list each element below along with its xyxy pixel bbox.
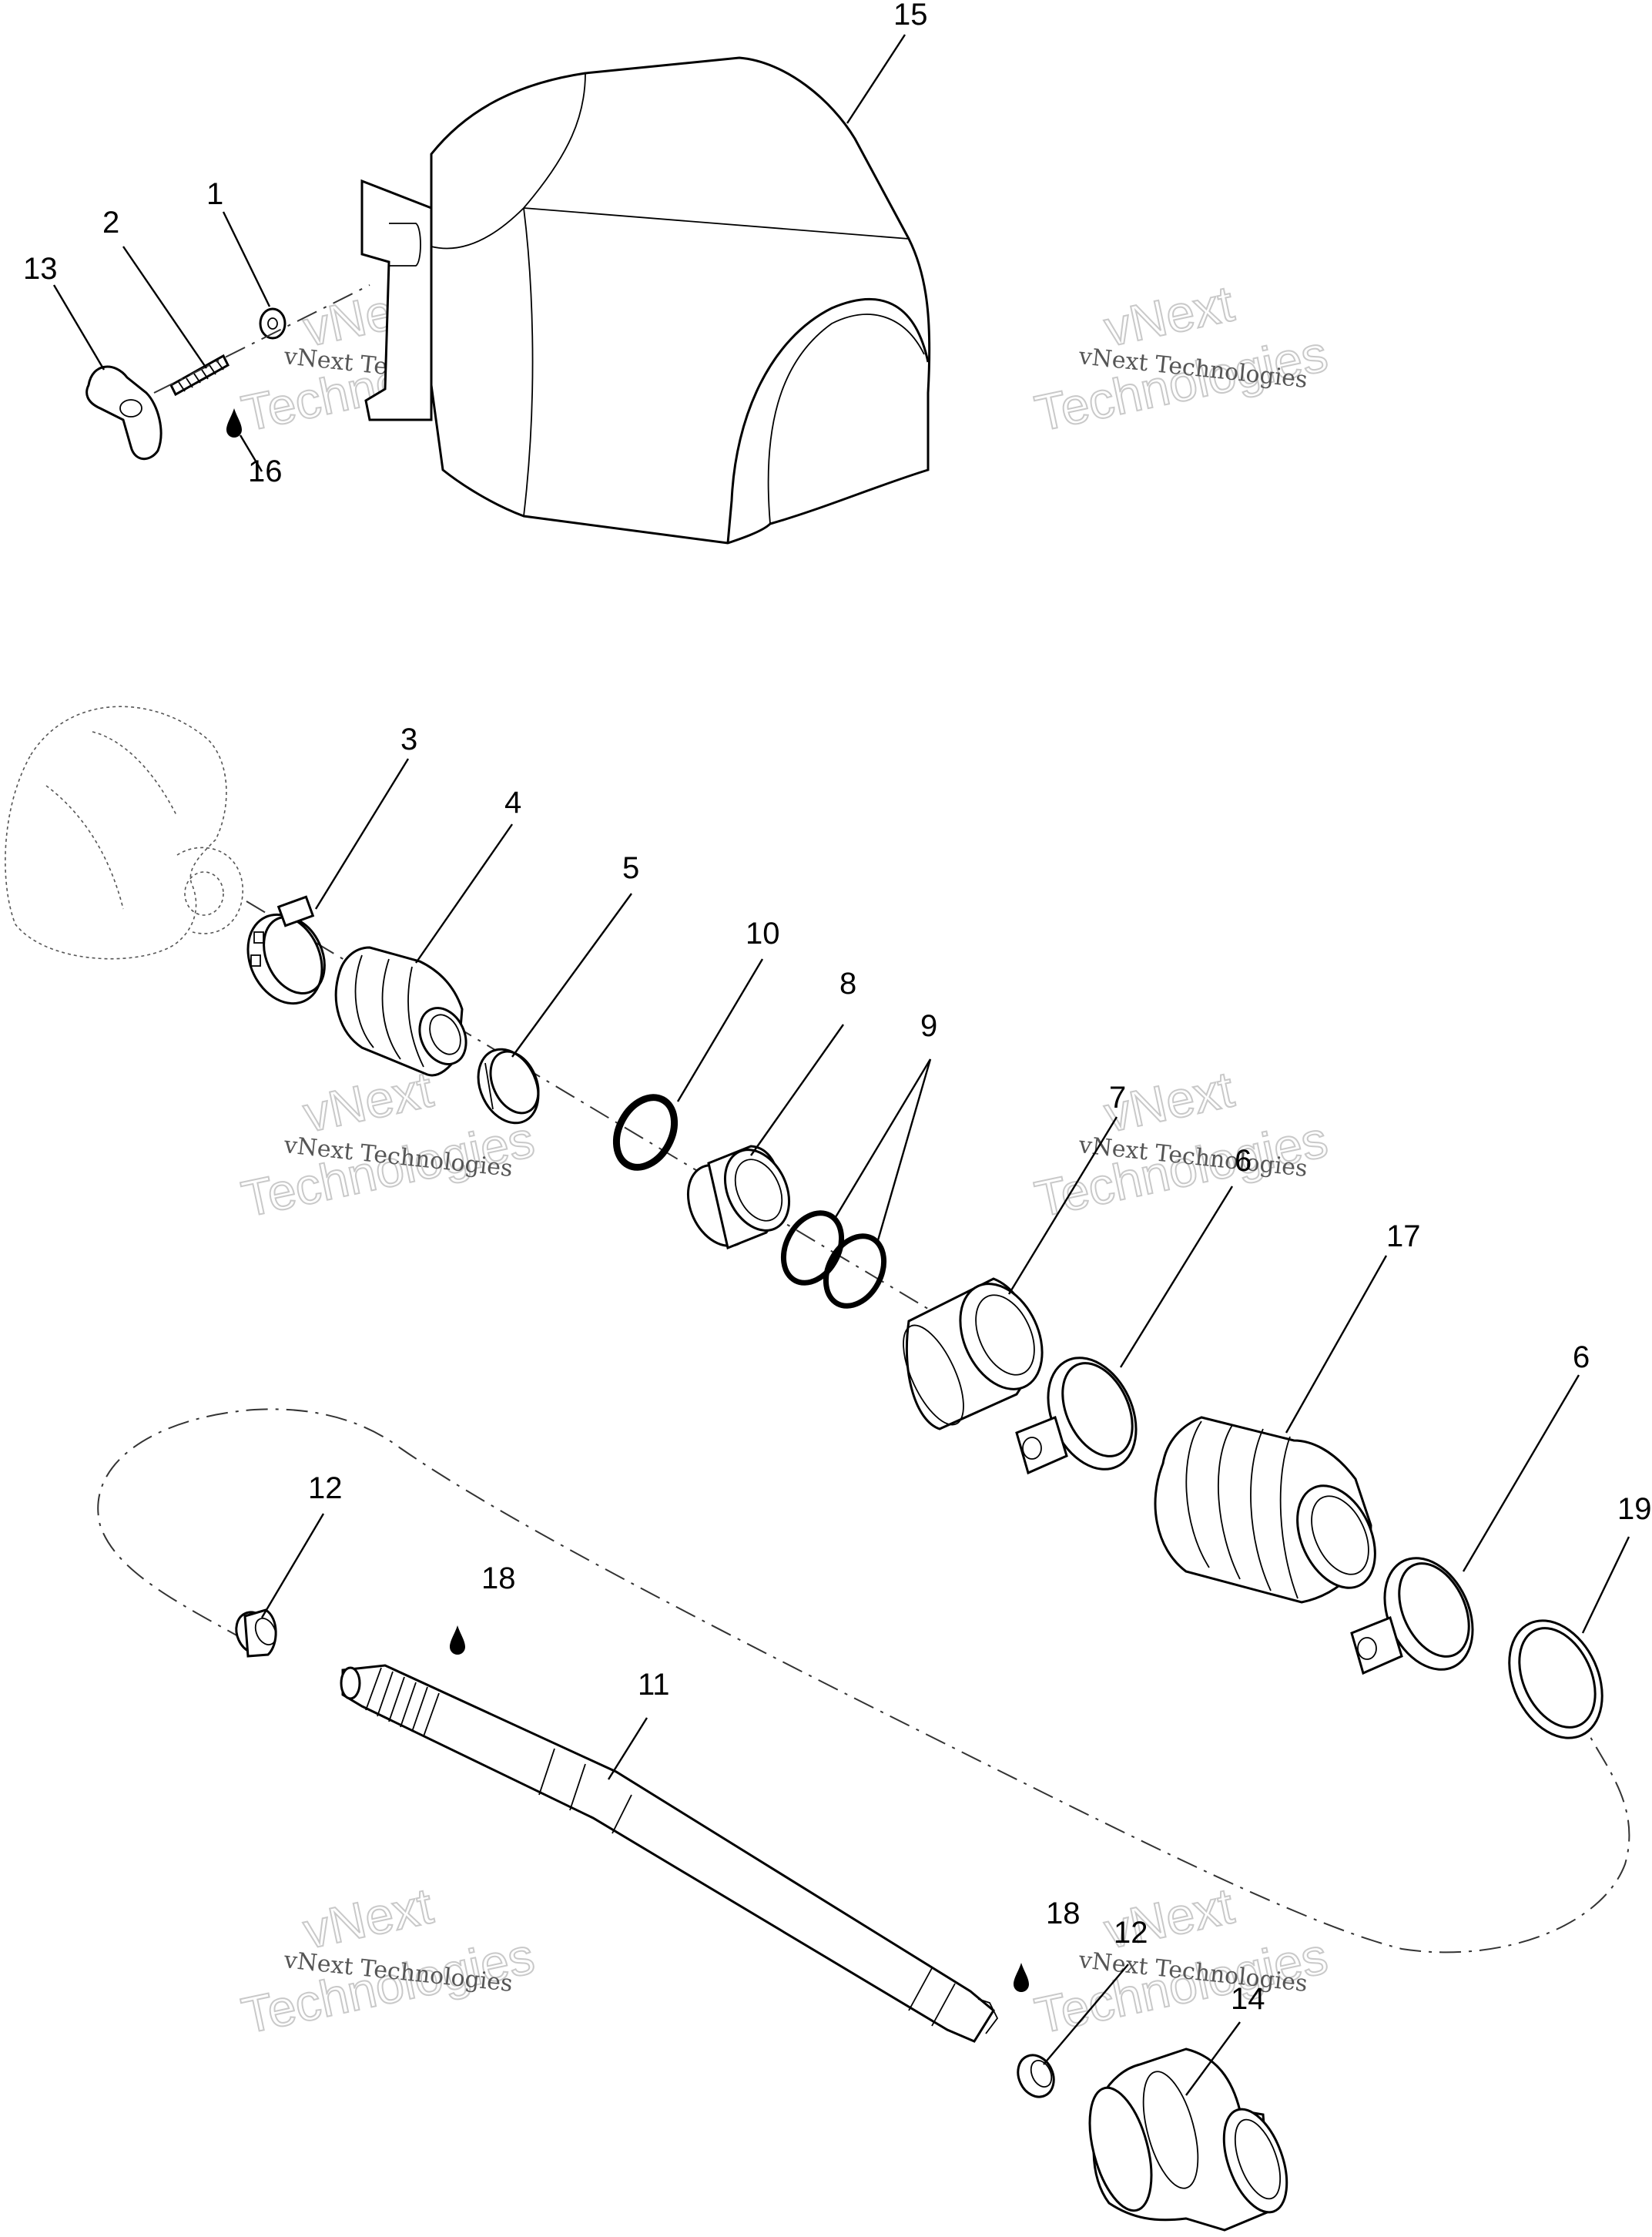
part-8-bushing [686, 1145, 791, 1250]
watermark-bottom-left: vNext Technologies vNext Technologies [236, 1876, 540, 2044]
callout-12-lower: 12 [1114, 1916, 1148, 1950]
part-19-ring [1508, 1619, 1603, 1739]
callout-11: 11 [638, 1668, 670, 1702]
callout-7: 7 [1109, 1081, 1126, 1115]
part-5-clamp-ring [477, 1048, 540, 1125]
callout-4: 4 [504, 786, 521, 820]
leader-lines [52, 34, 1630, 2096]
part-10-o-ring [612, 1094, 679, 1171]
watermark-word-top: vNext [299, 1060, 437, 1142]
part-6-hose-clamp-upper [1015, 1357, 1138, 1475]
watermark-word-top: vNext [1100, 274, 1238, 357]
callout-3: 3 [400, 723, 417, 756]
part-3-clamp [246, 895, 326, 1005]
callout-8: 8 [839, 967, 856, 1001]
part-7-sleeve [903, 1277, 1044, 1430]
watermark-word-top: vNext [299, 1876, 437, 1959]
callout-14: 14 [1231, 1982, 1265, 2016]
callout-5: 5 [622, 851, 639, 885]
engine-housing-outline [5, 706, 243, 960]
part-12-bushing-lower [1017, 2054, 1055, 2098]
callout-1: 1 [206, 177, 223, 211]
callout-2: 2 [102, 206, 119, 240]
callout-17: 17 [1386, 1219, 1421, 1253]
part-12-bushing-upper [235, 1608, 277, 1658]
callout-6-lower: 6 [1573, 1340, 1590, 1374]
watermark-top-right: vNext Technologies vNext Technologies [1030, 273, 1333, 442]
part-11-drive-shaft [340, 1664, 999, 2043]
part-2-stud [169, 354, 230, 397]
callout-19: 19 [1617, 1492, 1652, 1526]
callout-18-lower: 18 [1046, 1897, 1081, 1930]
part-17-bellows-boot [1154, 1416, 1376, 1604]
part-14-seal-carrier [1088, 2048, 1288, 2232]
callout-12-upper: 12 [308, 1471, 343, 1505]
assembly-path-line [97, 1408, 1630, 1954]
part-18-lubricant-drop-icon-lower [1014, 1963, 1029, 1992]
part-15-cover [360, 56, 931, 545]
part-16-lubricant-drop-icon [226, 408, 242, 438]
callout-18-upper: 18 [481, 1561, 516, 1595]
callout-9: 9 [920, 1009, 937, 1043]
part-13-wing-nut [85, 365, 163, 461]
callout-10: 10 [746, 917, 780, 951]
callout-15: 15 [893, 0, 928, 32]
part-6-hose-clamp-lower [1350, 1557, 1474, 1675]
part-18-lubricant-drop-icon-upper [450, 1625, 465, 1655]
part-9-o-rings [780, 1210, 887, 1309]
callout-16: 16 [248, 454, 283, 488]
callout-6-upper: 6 [1235, 1144, 1252, 1178]
watermark-mid-right: vNext Technologies vNext Technologies [1030, 1059, 1333, 1228]
callout-13: 13 [23, 252, 58, 286]
callout-labels: 15 1 2 13 16 3 4 5 10 8 9 7 6 17 6 19 12… [23, 0, 1652, 2016]
part-4-boot [334, 946, 467, 1077]
